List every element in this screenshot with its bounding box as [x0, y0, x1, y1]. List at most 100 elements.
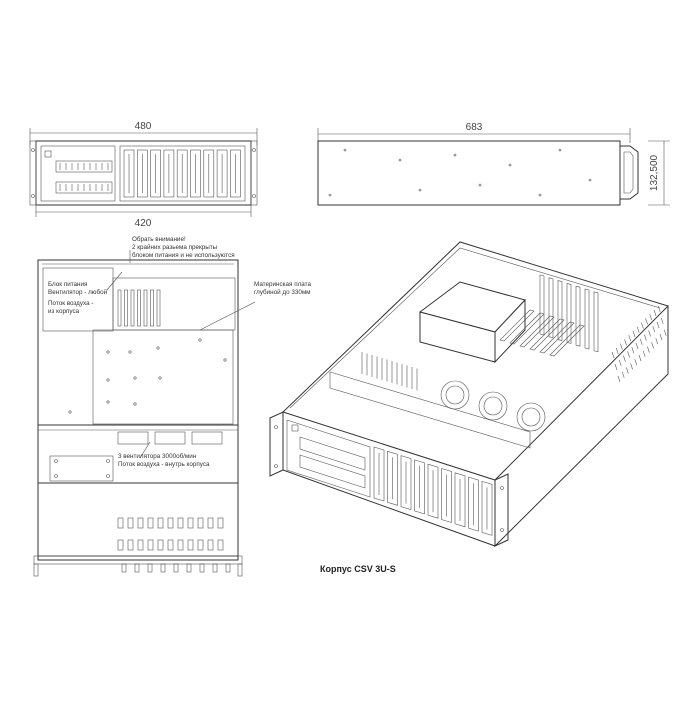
vent-slot — [620, 343, 623, 350]
standoff — [223, 358, 227, 362]
vent-slot — [647, 346, 650, 353]
expansion-slot — [130, 289, 135, 327]
iso-drive-bay — [414, 459, 425, 515]
screw-hole — [558, 148, 562, 152]
expansion-slots-top — [117, 289, 161, 327]
rear-slot-bracket — [575, 285, 581, 347]
drive-connector — [167, 517, 174, 529]
standoff — [68, 410, 72, 414]
fans-note-line2: Поток воздуха - внутрь корпуса — [118, 461, 210, 468]
drive-latch — [160, 563, 166, 573]
psu-note-line1: Блок питания — [48, 281, 87, 288]
vent-slot — [652, 326, 656, 333]
drive-connector — [157, 517, 164, 529]
vent-slot — [627, 351, 630, 358]
iso-drive-bays — [373, 446, 493, 536]
drive-connector — [167, 539, 174, 551]
iso-drive-bay — [468, 476, 479, 532]
vent-slot — [632, 330, 636, 338]
rear-slot-bracket — [557, 280, 563, 341]
iso-pci-slots — [499, 309, 585, 357]
drive-connector — [217, 539, 224, 551]
screw-hole — [328, 193, 332, 197]
drive-bay — [203, 149, 215, 198]
pci-slot — [519, 315, 555, 348]
rear-slot-bracket — [548, 277, 554, 339]
side-view: 683 132,500 — [317, 122, 670, 206]
vent-slot — [611, 351, 615, 359]
drive-bay — [163, 149, 175, 198]
screw-hole — [398, 158, 402, 162]
screw-hole — [478, 183, 482, 187]
side-length-dimension: 683 — [466, 122, 483, 133]
screw-hole — [538, 193, 542, 197]
vent-slot — [621, 371, 625, 378]
vent-slot — [636, 326, 640, 333]
iso-drive-bay — [454, 472, 466, 528]
vent-slot — [631, 347, 635, 354]
rear-slot-bracket — [593, 291, 599, 353]
vent-slot — [618, 359, 622, 366]
pci-slot — [529, 318, 565, 351]
vent-slot — [638, 354, 642, 362]
vent-slot — [623, 355, 626, 362]
expansion-slot — [124, 289, 128, 327]
drive-connector — [127, 517, 134, 529]
iso-rear-slots — [539, 274, 599, 353]
drive-connector — [217, 517, 224, 529]
screw-hole — [453, 153, 457, 157]
expansion-slot — [150, 289, 154, 327]
standoff — [133, 402, 137, 406]
drive-bay — [137, 149, 148, 198]
vent-slot — [655, 338, 659, 345]
vent-slot — [645, 318, 648, 325]
psu-note-line4: из корпуса — [48, 308, 80, 315]
drive-latch — [147, 563, 153, 573]
screw-hole — [508, 163, 512, 167]
drive-connector — [147, 517, 154, 529]
vent-slot — [614, 363, 618, 371]
expansion-slot — [137, 289, 141, 327]
drive-bay — [123, 149, 135, 198]
vent-slot — [628, 335, 632, 342]
drive-bay — [176, 149, 188, 198]
standoff — [133, 376, 137, 380]
drive-bay — [150, 149, 161, 198]
vent-slot — [615, 347, 619, 354]
standoff — [198, 338, 202, 342]
drive-connector — [127, 539, 134, 551]
side-screw-holes — [328, 148, 592, 197]
vent-slot — [626, 367, 629, 374]
vent-slot — [657, 305, 661, 312]
drive-connector — [137, 539, 144, 551]
warning-note-line3: блоком питания и не используются — [132, 251, 235, 259]
vent-slot — [659, 333, 663, 341]
iso-side-vents — [611, 305, 667, 383]
standoff — [156, 346, 160, 350]
expansion-slot — [117, 289, 122, 327]
iso-drive-bay — [427, 463, 439, 519]
vent-slot — [651, 342, 654, 349]
warning-note-line2: 2 крайних разьема прекрыты — [132, 243, 218, 251]
standoff — [128, 350, 132, 354]
motherboard-note-line2: глубиной до 330мм — [254, 288, 311, 296]
warning-note-line1: Обрать внимание! — [132, 235, 186, 243]
drive-bay — [190, 149, 201, 198]
drive-connector — [197, 539, 204, 551]
standoff — [158, 376, 162, 380]
drive-connector — [137, 517, 144, 529]
vent-slot — [649, 314, 653, 321]
drive-latch — [134, 563, 140, 573]
rear-slot-bracket — [566, 283, 572, 344]
screw-hole — [343, 148, 347, 152]
vent-slot — [663, 329, 667, 336]
side-height-dimension: 132,500 — [649, 154, 660, 191]
drive-connector — [197, 517, 204, 529]
drive-bay — [230, 149, 241, 198]
drive-connector — [117, 517, 124, 529]
drive-connector — [207, 517, 214, 529]
vent-slot — [639, 338, 643, 345]
drive-connector — [147, 539, 154, 551]
vent-slot — [635, 342, 639, 350]
psu-note-line2: Вентилятор - любой — [48, 288, 108, 296]
